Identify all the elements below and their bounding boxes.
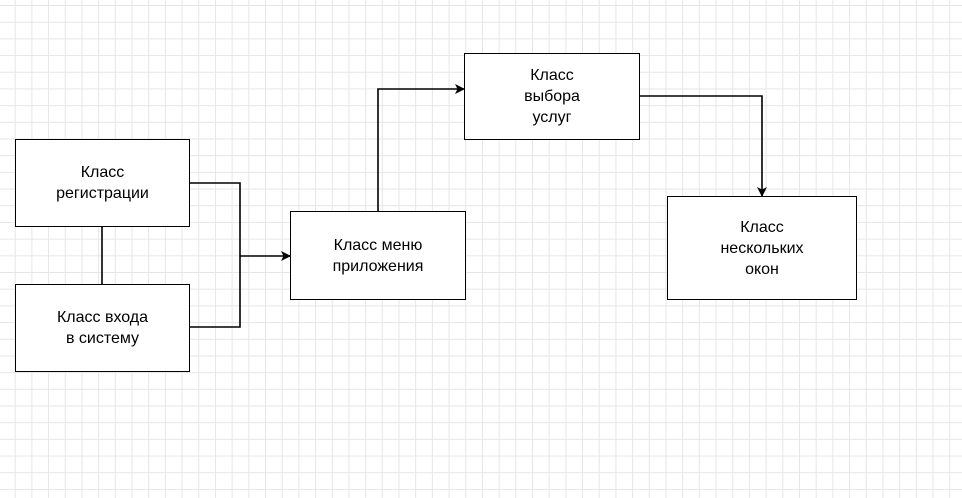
connector-login-to-menu bbox=[189, 256, 241, 328]
node-login-class[interactable]: Класс входа в систему bbox=[15, 284, 190, 372]
node-service-choice-label: Класс выбора услуг bbox=[524, 67, 580, 126]
node-app-menu-class[interactable]: Класс меню приложения bbox=[290, 211, 466, 300]
node-multi-window-class[interactable]: Класс нескольких окон bbox=[667, 196, 857, 300]
node-service-choice-class[interactable]: Класс выбора услуг bbox=[464, 53, 640, 140]
node-multi-window-label: Класс нескольких окон bbox=[720, 218, 804, 278]
node-login-label: Класс входа в систему bbox=[56, 309, 149, 347]
node-registration-label: Класс регистрации bbox=[56, 164, 149, 202]
node-app-menu-label: Класс меню приложения bbox=[332, 236, 424, 275]
arrow-menu-to-service-choice bbox=[377, 84, 465, 212]
node-registration-class[interactable]: Класс регистрации bbox=[15, 139, 190, 227]
connector-registration-to-menu bbox=[189, 182, 241, 256]
arrow-service-choice-to-multi-window bbox=[639, 95, 767, 197]
